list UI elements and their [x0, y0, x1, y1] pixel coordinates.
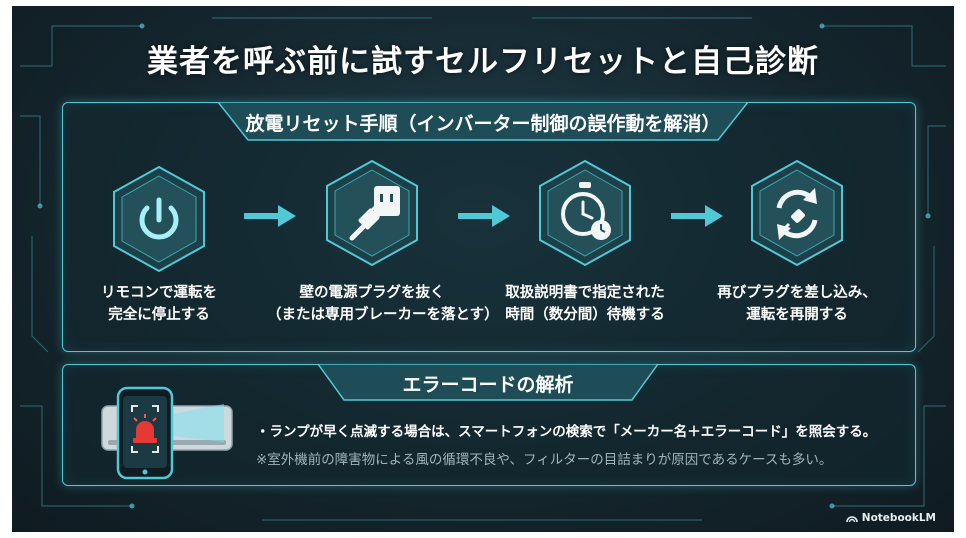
plug-icon — [326, 159, 418, 267]
step-2-hexagon — [322, 158, 422, 268]
reset-heading-text: 放電リセット手順（インバーター制御の誤作動を解消） — [245, 112, 721, 135]
error-heading-text: エラーコードの解析 — [402, 373, 574, 396]
stopwatch-icon — [539, 159, 631, 267]
heading-tab-shape — [318, 364, 658, 401]
notebooklm-logo: NotebookLM — [845, 512, 936, 524]
error-code-bullet: ・ランプが早く点滅する場合は、スマートフォンの検索で「メーカー名＋エラーコード」… — [256, 424, 877, 440]
smartphone-scan-aircon-icon — [101, 386, 233, 480]
step-1-label: リモコンで運転を 完全に停止する — [101, 285, 217, 323]
step-4-hexagon — [747, 158, 847, 268]
step-2-label: 壁の電源プラグを抜く （または専用ブレーカーを落とす） — [267, 285, 499, 323]
step-4-label: 再びプラグを差し込み、 運転を再開する — [717, 285, 877, 323]
arrow-right-icon — [244, 205, 296, 227]
circuit-decoration — [20, 17, 946, 521]
page-title: 業者を呼ぶ前に試すセルフリセットと自己診断 — [147, 44, 819, 80]
step-3-hexagon — [535, 158, 635, 268]
refresh-plug-icon — [751, 159, 843, 267]
logo-text: NotebookLM — [861, 512, 936, 524]
step-3-label: 取扱説明書で指定された 時間（数分間）待機する — [505, 285, 665, 323]
step-1-hexagon — [109, 164, 209, 274]
power-icon — [113, 165, 205, 273]
arrow-right-icon — [458, 205, 510, 227]
slide-frame: 業者を呼ぶ前に試すセルフリセットと自己診断 放電リセット手順（インバーター制御の… — [12, 6, 954, 532]
error-code-heading: エラーコードの解析 — [318, 364, 658, 402]
error-code-note: ※室外機前の障害物による風の循環不良や、フィルターの目詰まりが原因であるケースも… — [256, 452, 833, 468]
reset-procedure-heading: 放電リセット手順（インバーター制御の誤作動を解消） — [218, 102, 748, 142]
arrow-right-icon — [671, 205, 723, 227]
notebooklm-logo-icon — [845, 516, 858, 523]
heading-tab-shape — [218, 102, 748, 141]
